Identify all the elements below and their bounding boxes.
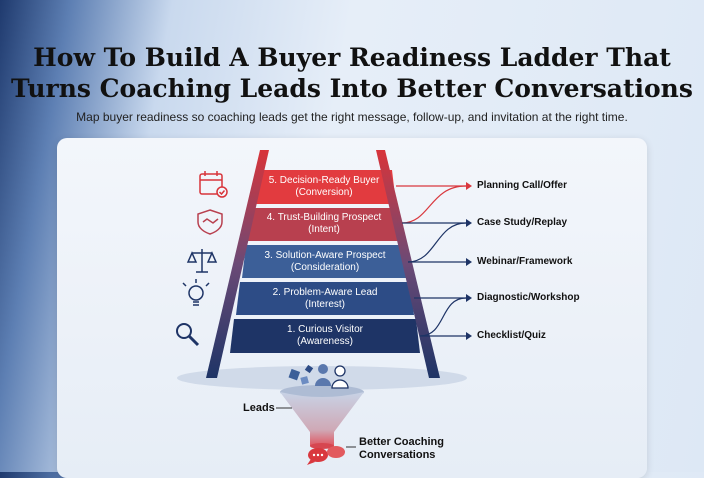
rung-3 [242, 245, 408, 278]
rung-1 [230, 319, 420, 353]
handshake-shield-icon [197, 209, 223, 235]
rung-4-label: 4. Trust-Building Prospect(Intent) [266, 212, 382, 235]
offer-connectors [396, 185, 467, 337]
leads-funnel [280, 385, 364, 449]
leads-label: Leads [243, 402, 275, 414]
scales-icon [186, 249, 218, 273]
offer-label-planning-call: Planning Call/Offer [477, 180, 568, 191]
offer-label-case-study: Case Study/Replay [477, 217, 568, 228]
rung-5 [253, 170, 396, 204]
offer-label-diagnostic: Diagnostic/Workshop [477, 292, 580, 303]
leads-people-icon [288, 364, 349, 389]
offer-label-webinar: Webinar/Framework [477, 256, 573, 267]
page-title-line-1: How To Build A Buyer Readiness Ladder Th… [33, 43, 671, 72]
lightbulb-icon [182, 279, 210, 306]
rung-5-label: 5. Decision-Ready Buyer(Conversion) [268, 175, 380, 198]
chat-bubbles-icon [307, 446, 356, 465]
calendar-icon [199, 171, 228, 198]
offer-arrowheads [466, 182, 472, 340]
rung-2-label: 2. Problem-Aware Lead(Interest) [272, 287, 378, 310]
page-title-line-2: Turns Coaching Leads Into Better Convers… [11, 74, 693, 103]
offer-label-checklist: Checklist/Quiz [477, 330, 546, 341]
rung-4 [247, 208, 402, 241]
ladder-left-rail [206, 150, 269, 378]
ladder-shadow [177, 366, 467, 390]
ladder-rungs [230, 170, 420, 353]
magnifier-icon [176, 323, 200, 347]
page-subtitle: Map buyer readiness so coaching leads ge… [76, 110, 628, 124]
rung-1-label: 1. Curious Visitor(Awareness) [287, 324, 363, 347]
ladder-right-rail [376, 150, 440, 378]
rung-3-label: 3. Solution-Aware Prospect(Consideration… [264, 250, 386, 273]
rung-2 [236, 282, 414, 315]
